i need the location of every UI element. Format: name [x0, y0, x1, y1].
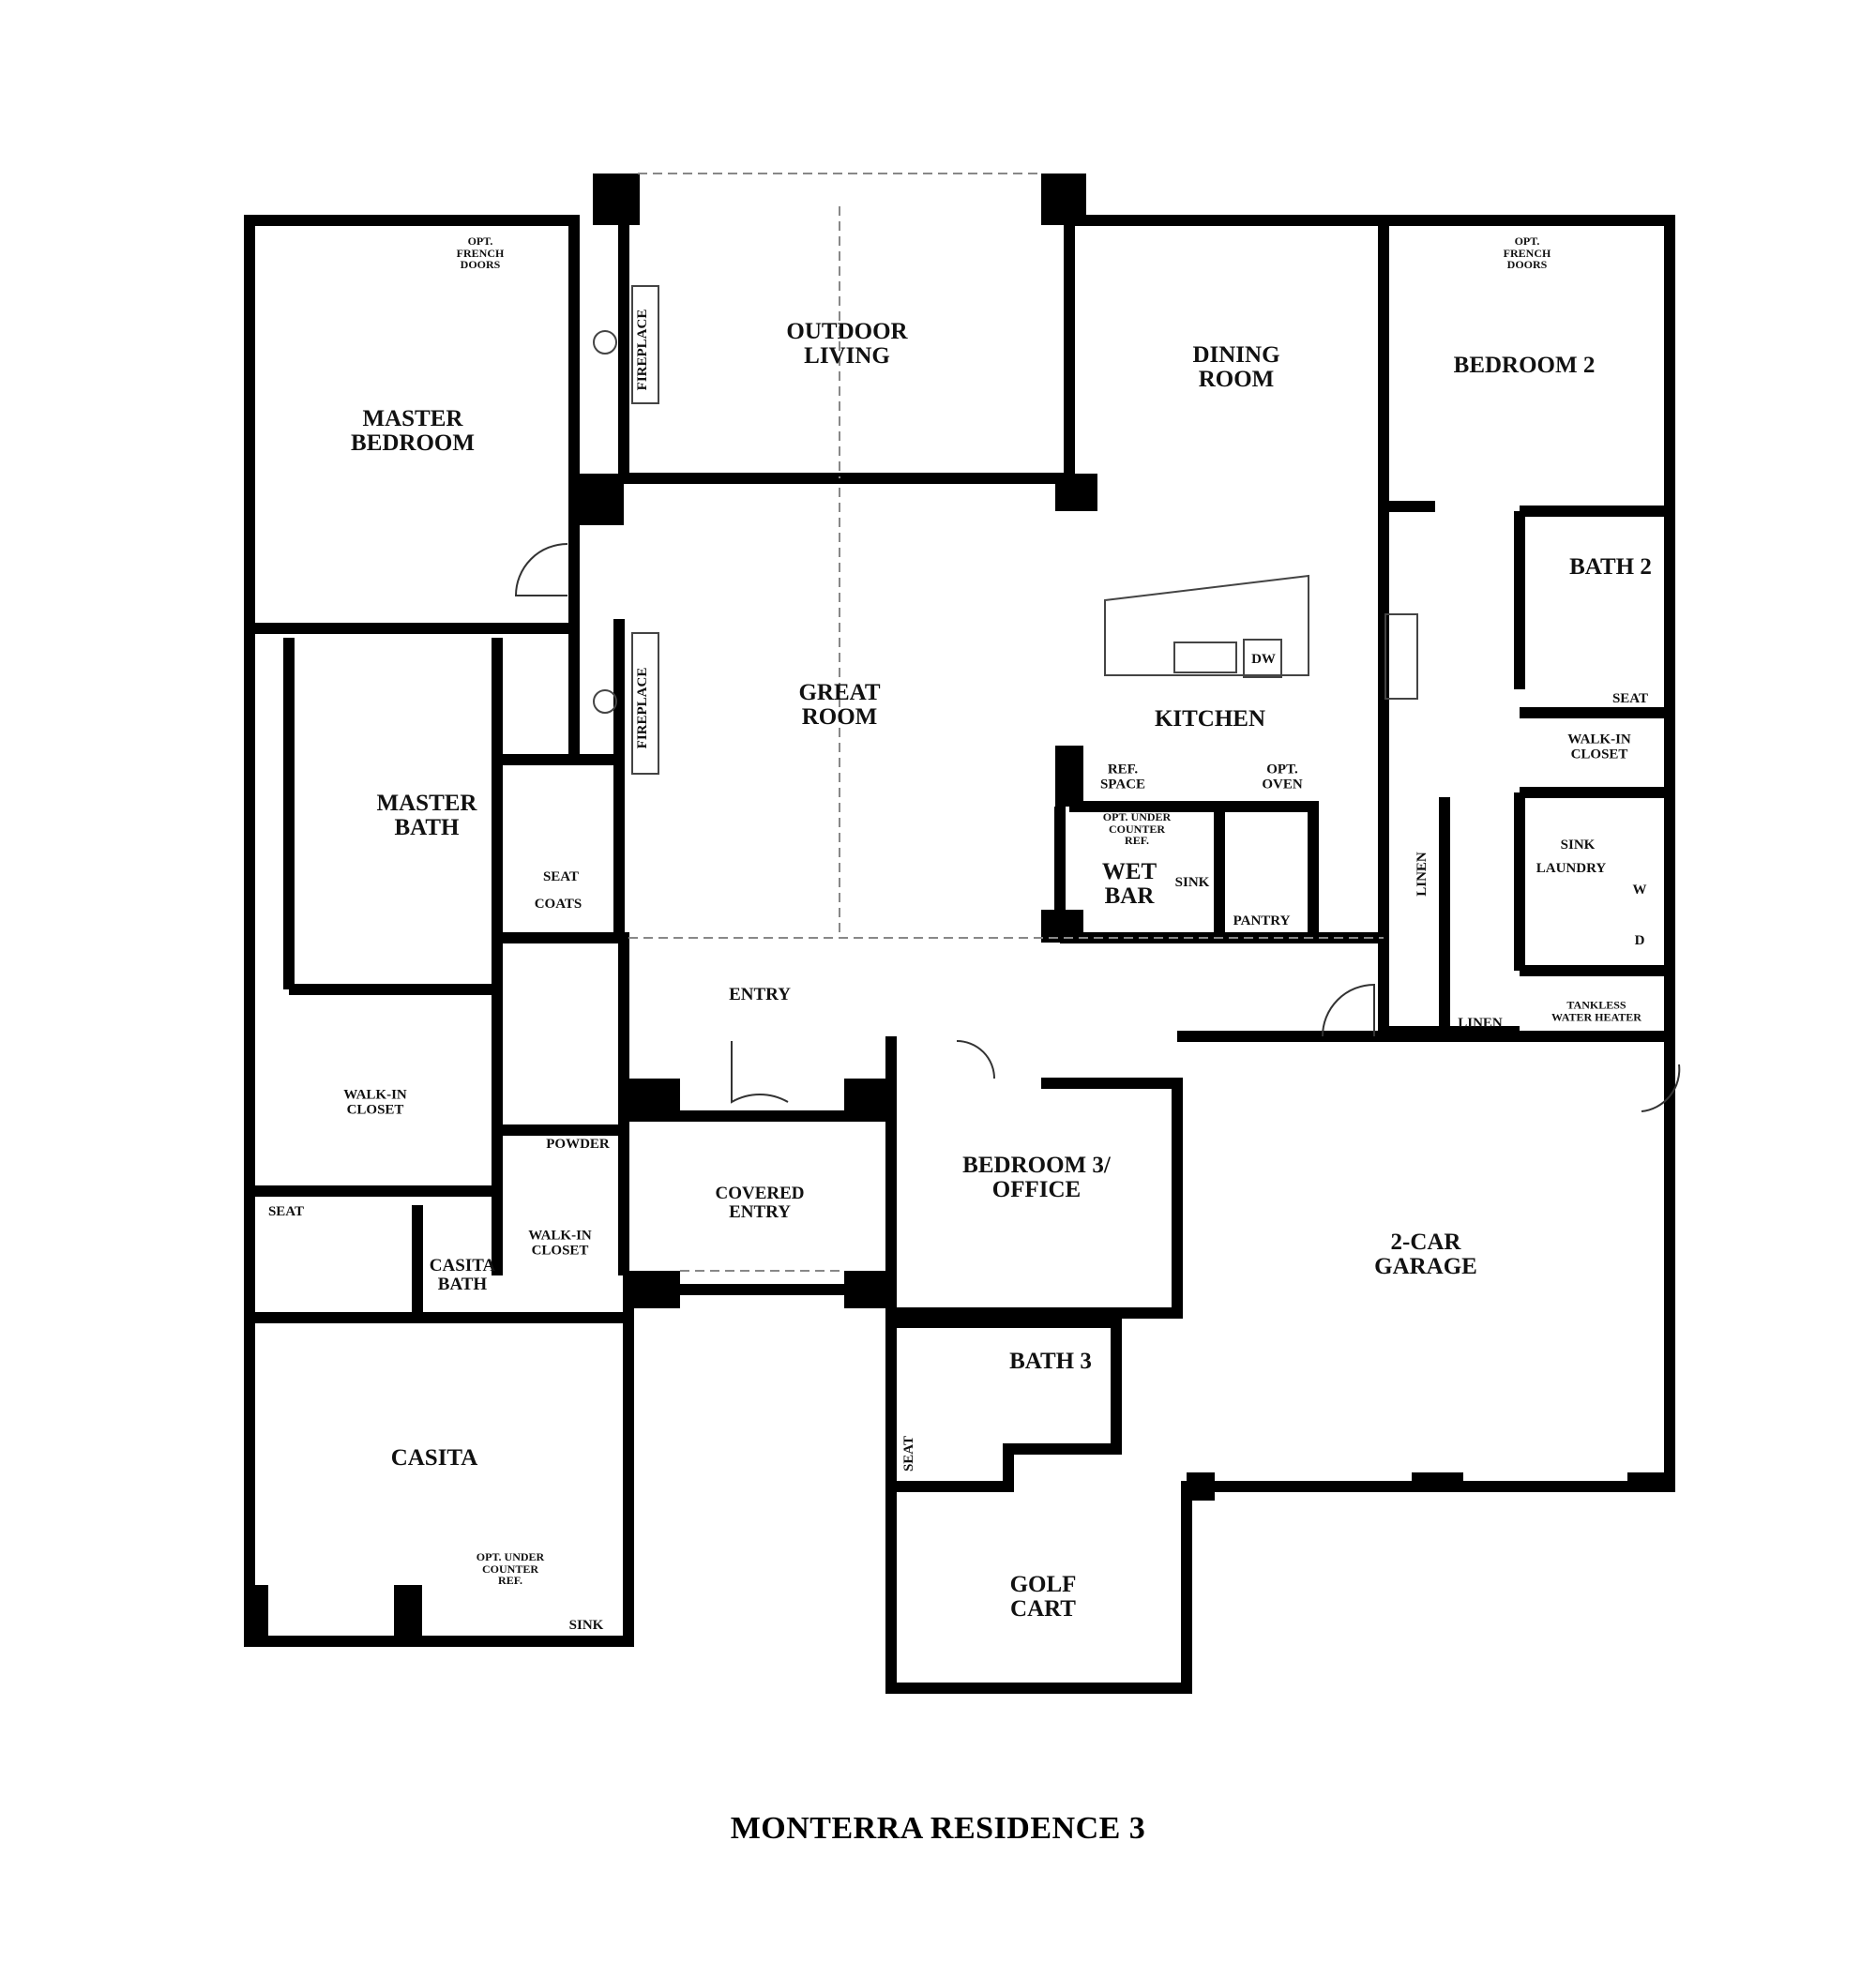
wall-bedroom3	[885, 1036, 1183, 1319]
room-powder: POWDER	[546, 1137, 610, 1153]
wall-bedroom2	[1384, 215, 1675, 1032]
label-seat-bath3: SEAT	[901, 1435, 917, 1472]
room-laundry: LAUNDRY	[1536, 861, 1607, 877]
room-casita: CASITA	[390, 1444, 478, 1471]
label-linen-vertical: LINEN	[1415, 852, 1430, 897]
wall-outdoor-living	[618, 174, 1075, 484]
label-opt-under-counter-ref-wetbar: OPT. UNDER COUNTER REF.	[1102, 810, 1172, 848]
label-seat-bath2: SEAT	[1611, 691, 1649, 707]
label-washer: W	[1632, 883, 1647, 898]
room-walkin-closet-master: WALK-IN CLOSET	[343, 1087, 407, 1117]
room-great-room: GREAT ROOM	[798, 679, 881, 730]
label-opt-french-doors-right: OPT. FRENCH DOORS	[1503, 234, 1551, 272]
room-bedroom2: BEDROOM 2	[1453, 352, 1596, 378]
label-tankless-water-heater: TANKLESS WATER HEATER	[1551, 998, 1642, 1023]
label-seat-master: SEAT	[542, 869, 580, 885]
label-opt-under-counter-ref-casita: OPT. UNDER COUNTER REF.	[476, 1550, 545, 1588]
room-master-bath: MASTER BATH	[376, 790, 477, 840]
room-dining: DINING ROOM	[1192, 341, 1280, 392]
room-walkin-closet-bed2: WALK-IN CLOSET	[1567, 732, 1631, 762]
label-dishwasher: DW	[1251, 652, 1276, 668]
room-coats: COATS	[534, 897, 582, 913]
room-casita-bath: CASITA BATH	[429, 1256, 496, 1294]
plan-title: MONTERRA RESIDENCE 3	[730, 1811, 1146, 1846]
room-master-bedroom: MASTER BEDROOM	[351, 405, 475, 456]
wall-garage	[885, 1031, 1675, 1694]
label-sink-wetbar: SINK	[1174, 875, 1210, 891]
label-opt-oven: OPT. OVEN	[1262, 762, 1303, 792]
wall-casita	[244, 1275, 634, 1647]
label-seat-casita: SEAT	[267, 1204, 305, 1220]
label-opt-french-doors-left: OPT. FRENCH DOORS	[456, 234, 505, 272]
label-fireplace-outdoor: FIREPLACE	[635, 309, 651, 391]
label-fireplace-great: FIREPLACE	[635, 667, 651, 749]
room-bedroom3-office: BEDROOM 3/ OFFICE	[962, 1152, 1111, 1202]
room-bath2: BATH 2	[1569, 553, 1652, 580]
room-kitchen: KITCHEN	[1154, 705, 1266, 732]
room-wet-bar: WET BAR	[1101, 858, 1157, 909]
label-sink-laundry: SINK	[1560, 838, 1596, 853]
room-linen-lower: LINEN	[1458, 1016, 1503, 1032]
room-outdoor-living: OUTDOOR LIVING	[786, 318, 908, 369]
room-two-car-garage: 2-CAR GARAGE	[1374, 1229, 1477, 1279]
wall-master-bedroom	[244, 215, 580, 634]
label-dryer: D	[1634, 933, 1645, 949]
room-covered-entry: COVERED ENTRY	[715, 1184, 805, 1222]
label-ref-space: REF. SPACE	[1099, 762, 1146, 792]
room-golf-cart: GOLF CART	[1009, 1571, 1077, 1622]
room-bath3: BATH 3	[1009, 1348, 1092, 1374]
room-entry: ENTRY	[729, 985, 791, 1005]
label-sink-casita: SINK	[568, 1618, 604, 1634]
room-walkin-closet-casita: WALK-IN CLOSET	[528, 1228, 592, 1258]
room-pantry: PANTRY	[1233, 913, 1291, 929]
